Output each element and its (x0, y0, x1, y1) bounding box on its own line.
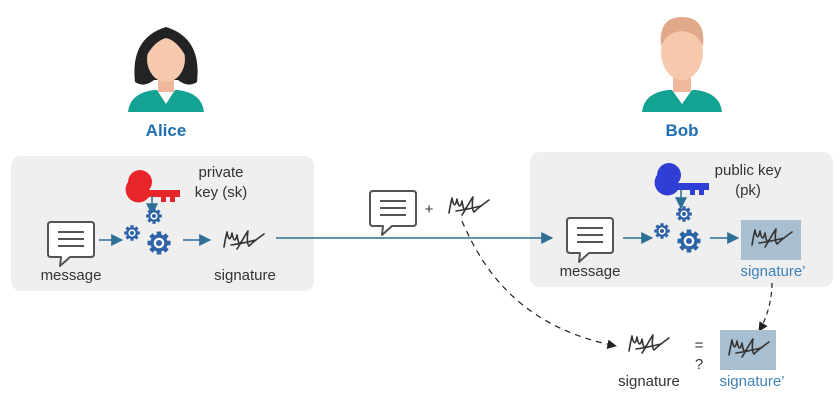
alice-name: Alice (146, 121, 187, 140)
computed-signature-dashed-arrow (758, 282, 773, 332)
bob-message-label: message (560, 263, 621, 280)
transmitted-message-icon (369, 190, 417, 236)
compare-signature-prime-label: signature’ (719, 373, 784, 390)
received-signature-dashed-arrow (461, 220, 617, 350)
alice-message-label: message (41, 267, 102, 284)
public-key-label-line2: (pk) (735, 182, 761, 199)
alice-avatar-icon (128, 27, 204, 112)
compare-signature-label: signature (618, 373, 680, 390)
equals-sign: = (695, 337, 704, 354)
compare-signature-icon (628, 334, 670, 354)
private-key-label-line1: private (198, 164, 243, 181)
compare-signature-prime-highlight (720, 330, 776, 370)
transmitted-signature-icon (448, 196, 490, 216)
public-key-label-line1: public key (715, 162, 782, 179)
alice-signature-label: signature (214, 267, 276, 284)
question-mark: ? (695, 356, 703, 373)
bob-avatar-icon (642, 17, 722, 112)
bob-signature-highlight (741, 220, 801, 260)
bob-name: Bob (665, 121, 698, 140)
plus-sign: + (425, 201, 434, 218)
private-key-label-line2: key (sk) (195, 184, 248, 201)
bob-signature-prime-label: signature’ (740, 263, 805, 280)
